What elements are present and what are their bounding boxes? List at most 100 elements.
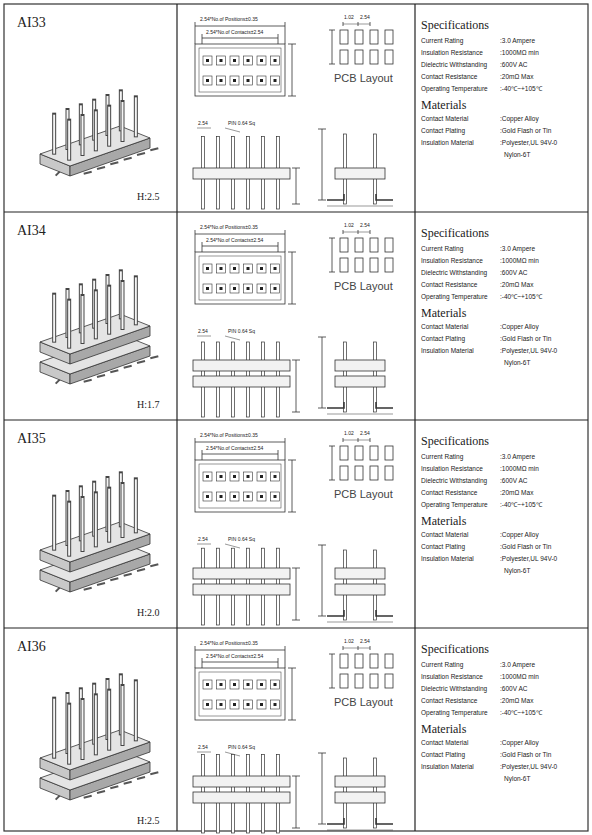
height-note: H:2.0 [137,607,160,618]
spec-value: :Gold Flash or Tin [500,751,551,758]
drawing-rect [370,446,378,460]
drawing-line [97,375,105,377]
drawing-line [84,796,92,798]
pin-square [260,59,263,62]
drawing-line [285,22,286,44]
drawing-rect [370,50,378,64]
part-number: AI35 [17,431,46,446]
pin-square [247,683,250,686]
drawing-line [68,705,70,764]
drawing-line [292,252,293,304]
drawing-rect [193,792,290,803]
spec-name: Insulation Resistance [421,465,483,472]
drawing-rect [193,360,290,371]
drawing-line [288,304,296,305]
spec-value: :600V AC [500,269,527,276]
drawing-line [195,646,196,668]
spec-name: Contact Material [421,739,468,746]
drawing-line [84,172,92,174]
drawing-rect [257,680,266,689]
drawing-rect [257,472,266,481]
drawing-rect [335,776,385,787]
drawing-rect [340,466,348,480]
spec-value: :3.0 Ampere [500,245,535,252]
drawing-line [4,627,588,628]
dimension-text: 2.54*No.of Positions±0.35 [200,433,258,439]
drawing-line [122,484,124,537]
drawing-rect [230,492,239,501]
drawing-line [288,252,296,253]
drawing-rect [199,672,281,716]
smt-leg [376,402,393,408]
spec-name: Insulation Material [421,139,474,146]
drawing-rect [199,256,281,300]
drawing-line [124,574,132,576]
part-number: AI36 [17,639,46,654]
drawing-line [107,487,111,543]
drawing-rect [385,238,393,252]
smt-leg [327,402,344,408]
spec-name: Contact Plating [421,543,465,550]
section-heading: Specifications [421,227,489,240]
drawing-line [135,681,137,740]
drawing-rect [340,446,348,460]
pin-square [247,59,250,62]
drawing-rect [370,30,378,44]
drawing-line [195,438,196,460]
drawing-line [202,246,278,247]
drawing-line [343,232,370,233]
drawing-line [288,720,296,721]
drawing-line [67,119,71,161]
view-title: PCB Layout [334,488,393,500]
pin-square [260,495,263,498]
drawing-rect [195,252,285,304]
drawing-line [292,568,300,569]
drawing-rect [217,492,226,501]
pin-square [260,287,263,290]
drawing-line [81,114,85,156]
drawing-rect [203,264,212,273]
drawing-line [107,105,111,147]
drawing-line [197,752,211,753]
drawing-line [122,282,124,329]
drawing-line [329,480,335,481]
section-heading: Materials [421,515,466,528]
drawing-line [94,491,98,547]
drawing-line [329,446,335,447]
drawing-line [322,337,323,408]
drawing-line [150,564,158,566]
dimension-text: 2.54 [360,639,370,645]
drawing-line [296,776,297,828]
pin-square [233,475,236,478]
pin-square [247,495,250,498]
dimension-text: 2.54*No.of Contacts±2.54 [206,446,263,452]
dimension-drawing [193,438,393,625]
drawing-rect [203,680,212,689]
spec-value: :20mΩ Max [500,489,533,496]
drawing-line [327,830,393,831]
spec-value: :Polyester,UL 94V-0 [500,763,557,770]
drawing-line [285,438,286,460]
drawing-line [110,786,118,788]
drawing-line [195,442,285,443]
drawing-rect [244,492,253,501]
drawing-line [84,588,92,590]
pin-square [206,59,209,62]
drawing-rect [271,76,280,85]
pin-square [247,475,250,478]
drawing-line [329,654,335,655]
drawing-rect [355,30,363,44]
drawing-line [197,336,211,337]
drawing-line [122,102,124,141]
section-heading: Specifications [421,643,489,656]
drawing-rect [203,76,212,85]
drawing-rect [203,700,212,709]
drawing-line [195,650,285,651]
pin-square [247,79,250,82]
spec-value: :20mΩ Max [500,73,533,80]
drawing-line [329,238,335,239]
dimension-text: 1.02 [344,431,354,437]
pin-square [260,267,263,270]
drawing-rect [340,674,348,688]
drawing-line [82,296,84,343]
